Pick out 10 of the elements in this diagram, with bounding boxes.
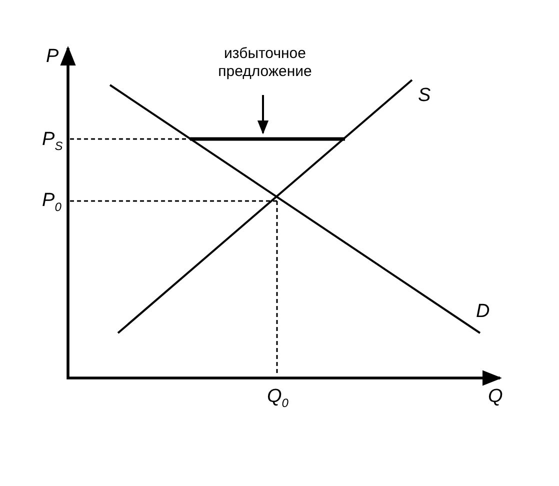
curve-label: D [476, 302, 490, 321]
curve-label: S [418, 86, 431, 105]
arrow [257, 95, 269, 134]
axis-tick-label: P$_{0}$ [42, 191, 62, 213]
axis-label: P [46, 47, 59, 66]
axis-tick-label: Q$_{0}$ [267, 387, 288, 409]
axis-tick-label: P$_{S}$ [42, 130, 63, 152]
axis-label: Q [488, 387, 503, 406]
excess-supply-segment [190, 137, 345, 141]
annotation-text: избыточное предложение [200, 45, 330, 81]
